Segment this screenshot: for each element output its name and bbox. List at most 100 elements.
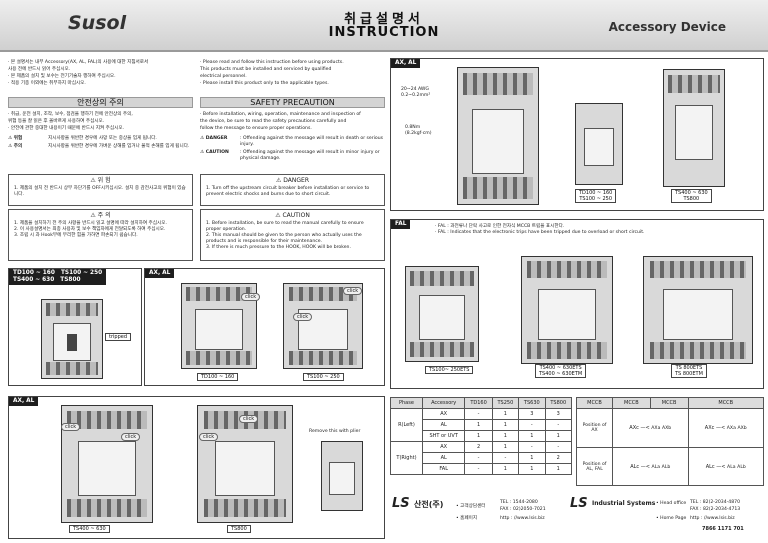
table-cell: SHT or UVT xyxy=(421,430,466,442)
caption-ts400-etm-line: TS400 ~ 630ETM xyxy=(539,371,583,377)
phase-cell: R(Left) xyxy=(390,408,423,442)
terminals-top xyxy=(462,73,534,96)
terminals-bottom xyxy=(288,351,358,365)
ax-al-panel-small: AX, AL click click click TD100 ~ 160 TS1… xyxy=(144,268,385,386)
breaker-compact xyxy=(575,103,623,185)
phase-cell: T(Right) xyxy=(390,441,423,475)
terminals-top xyxy=(288,287,358,301)
danger-label-en: ⚠ DANGER xyxy=(200,136,228,141)
header: Susol 취급설명서 INSTRUCTION Accessory Device xyxy=(0,0,768,52)
table-cell: 1 xyxy=(518,452,546,464)
intro-kr-line: 사용 전에 반드시 읽어 주십시오. xyxy=(8,67,71,72)
caution-label-en: ⚠ CAUTION xyxy=(200,150,229,155)
caution-title-kr: ⚠ 주 의 xyxy=(90,212,111,219)
caution-en-line: 2. This manual should be given to the pe… xyxy=(206,233,362,244)
mccb-col: MCCB xyxy=(687,397,764,409)
danger-title-kr: ⚠ 위 험 xyxy=(90,177,111,184)
table-cell: AL xyxy=(421,452,466,464)
breaker-face xyxy=(52,323,92,361)
table-row: AL 1 1 - - xyxy=(391,419,573,431)
intro-kr-line: · 본 제품의 설치 및 보수는 전기기술자 행하여 주십시오. xyxy=(8,74,116,79)
position-al-label: Position of AL, FAL xyxy=(576,447,613,486)
breaker-tall xyxy=(663,69,725,187)
axc-terminal: AXc xyxy=(629,425,639,431)
table-row: R(Left) AX - 1 3 3 xyxy=(390,408,573,442)
col-ts800: TS800 xyxy=(544,397,573,409)
safety-kr-text: · 취급, 운전 설치, 조작, 보수, 점검을 행하기 전에 안전상의 주의,… xyxy=(8,112,193,152)
al-diagram-left: ALc —< ALa ALb xyxy=(612,447,689,486)
axb-terminal: AXb xyxy=(737,426,747,431)
click-callout: click xyxy=(239,415,259,423)
mccb-col: MCCB xyxy=(612,397,651,409)
tripped-panel: TD100 ~ 160 TS100 ~ 250 TS400 ~ 630 TS80… xyxy=(8,268,142,386)
tag-ts400: TS400 ~ 630 xyxy=(13,277,55,283)
col-ts250: TS250 xyxy=(491,397,520,409)
breaker-face xyxy=(195,309,243,350)
al-diagram-right: ALc —< ALa ALb xyxy=(687,447,764,486)
caution-kr-line: 2. 이 사용설명서는 최종 사용자 및 보수 책임자에게 전달되도록 하여 주… xyxy=(14,227,166,232)
ax-al-wiring-panel: AX, AL 20~24 AWG 0.2~0.2mm² 0.8Nm (8.2kg… xyxy=(390,58,764,211)
col-ts630: TS630 xyxy=(518,397,546,409)
mccb-col: MCCB xyxy=(649,397,689,409)
alb-terminal: ALb xyxy=(661,464,671,470)
table-cell: - xyxy=(464,452,493,464)
caution-kr-line: 1. 제품을 설치하기 전 주의 사항을 반드시 읽고 설명에 따라 설치하여 … xyxy=(14,221,167,226)
kr-url[interactable]: http : //www.lsis.biz xyxy=(500,516,545,521)
table-cell: 1 xyxy=(518,430,546,442)
breaker-face xyxy=(674,104,714,161)
plier-note: Remove this with plier xyxy=(309,429,361,434)
terminals-bottom xyxy=(462,176,534,199)
caption-td100-ts100: TD100 ~ 160 TS100 ~ 250 xyxy=(575,189,617,203)
caution-box-kr: ⚠ 주 의 1. 제품을 설치하기 전 주의 사항을 반드시 읽고 설명에 따라… xyxy=(8,209,193,261)
ala-terminal: ALa xyxy=(651,464,661,470)
en-url[interactable]: http : //www.lsis.biz xyxy=(690,516,735,521)
fal-tag: FAL xyxy=(391,220,411,229)
terminals-top xyxy=(410,270,474,286)
safety-title-kr: 안전상의 주의 xyxy=(8,97,193,108)
breaker-fal-medium xyxy=(521,256,613,364)
caution-title-en: ⚠ CAUTION xyxy=(275,212,310,219)
breaker-open-medium xyxy=(283,283,363,369)
ax-al-tag: AX, AL xyxy=(391,59,421,68)
caution-def-kr: ⚠ 주의 지시사항을 위반한 경우에 가벼운 상해를 입거나 물적 손해를 입게… xyxy=(8,144,193,150)
caption-td100: TD100 ~ 160 xyxy=(579,190,613,196)
axc-terminal: AXc xyxy=(704,425,715,431)
title-english: INSTRUCTION xyxy=(328,25,440,40)
terminals-bottom xyxy=(527,341,607,359)
caption-ts400: TS400 ~ 630 xyxy=(69,525,110,533)
caption-ts400-ts800: TS400 ~ 630 TS800 xyxy=(671,189,712,203)
safety-kr-line: · 안전에 관한 중대한 내용이기 때문에 반드시 지켜 주십시오. xyxy=(8,126,125,131)
table-cell: - xyxy=(464,408,493,420)
head-office-label: • Head office xyxy=(656,501,687,506)
alc-terminal: ALc xyxy=(630,463,640,470)
danger-body-en: 1. Turn off the upstream circuit breaker… xyxy=(206,186,370,197)
caption-ts800-etm-line: TS 800ETM xyxy=(675,371,703,377)
mccb-header-row: MCCB MCCB MCCB MCCB xyxy=(576,397,764,409)
intro-kr-line: · 본 설명서는 내부 Accessory(AX, AL, FAL)의 사용에 … xyxy=(8,60,149,65)
danger-box-en: ⚠ DANGER 1. Turn off the upstream circui… xyxy=(200,174,385,206)
intro-en-line: · Please install this product only to th… xyxy=(200,81,329,86)
table-cell: AX xyxy=(421,441,466,453)
table-header-row: Phase Accessory TD160 TS250 TS630 TS800 xyxy=(390,397,573,409)
danger-title-en: ⚠ DANGER xyxy=(275,177,309,184)
intro-en-line: This products must be installed and serv… xyxy=(200,67,332,72)
terminals-bottom xyxy=(410,342,474,358)
axa-terminal: AXa xyxy=(651,426,661,431)
ax-al-tag: AX, AL xyxy=(9,397,39,406)
caption-ts100: TS100 ~ 250 xyxy=(579,196,613,202)
table-cell: 1 xyxy=(491,430,520,442)
ala-terminal: ALa xyxy=(727,464,736,470)
breaker-open-small xyxy=(181,283,257,369)
click-callout: click xyxy=(199,433,219,441)
caution-def-en: ⚠ CAUTION : Offending against the messag… xyxy=(200,150,385,162)
ls-logo-2: LS xyxy=(570,496,588,511)
homepage-label-en: • Home Page xyxy=(656,516,687,521)
intro-korean: · 본 설명서는 내부 Accessory(AX, AL, FAL)의 사용에 … xyxy=(8,60,193,88)
breaker-fal-small xyxy=(405,266,479,362)
ls-logo: LS xyxy=(392,496,410,511)
caption-ts800: TS800 xyxy=(227,525,251,533)
torque-nm: 0.8Nm xyxy=(405,125,421,130)
table-cell: 1 xyxy=(464,430,493,442)
table-cell: AL xyxy=(421,419,466,431)
table-cell: - xyxy=(518,419,546,431)
